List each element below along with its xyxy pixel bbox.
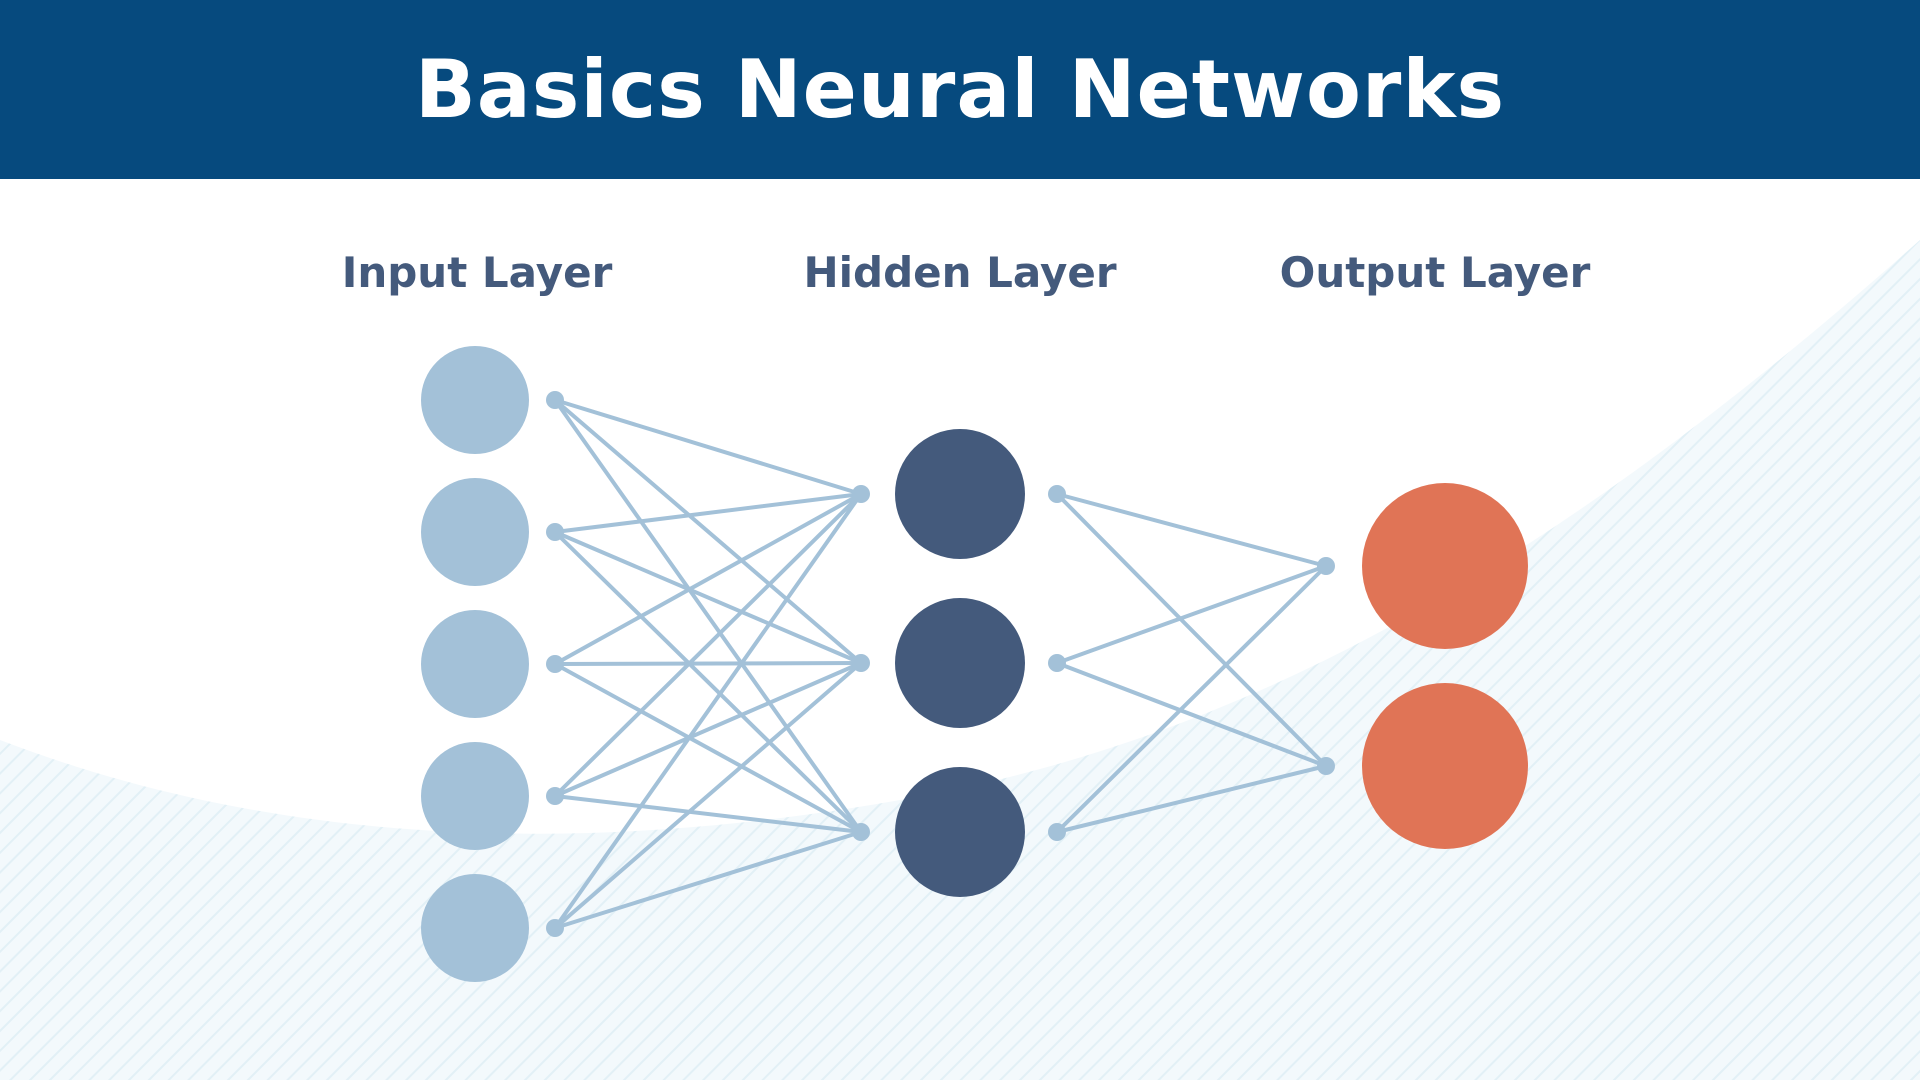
- connection-hidden-2-output-2: [1055, 661, 1328, 768]
- output-dot-2: [1317, 757, 1335, 775]
- page-title: Basics Neural Networks: [414, 42, 1506, 136]
- connection-input-2-hidden-2: [553, 530, 863, 665]
- connection-input-3-hidden-3: [553, 662, 863, 834]
- connections: [553, 398, 1328, 930]
- hidden-out-dot-2: [1048, 654, 1066, 672]
- connection-dots: [546, 391, 1335, 937]
- input-neuron-4: [421, 742, 529, 850]
- output-layer-label: Output Layer: [1279, 248, 1591, 297]
- hidden-in-dot-2: [852, 654, 870, 672]
- input-neuron-3: [421, 610, 529, 718]
- connection-input-1-hidden-2: [553, 398, 863, 665]
- input-neuron-1: [421, 346, 529, 454]
- output-neuron-1: [1362, 483, 1528, 649]
- connection-input-3-hidden-2: [553, 661, 863, 666]
- hidden-layer-label: Hidden Layer: [803, 248, 1117, 297]
- connection-input-1-hidden-3: [553, 398, 863, 834]
- hidden-out-dot-3: [1048, 823, 1066, 841]
- connection-input-5-hidden-3: [553, 830, 863, 930]
- title-banner: Basics Neural Networks: [0, 0, 1920, 179]
- connection-hidden-3-output-1: [1055, 564, 1328, 834]
- connection-input-4-hidden-3: [553, 794, 863, 834]
- hidden-out-dot-1: [1048, 485, 1066, 503]
- input-dot-1: [546, 391, 564, 409]
- connection-input-4-hidden-2: [553, 661, 863, 798]
- connection-input-3-hidden-1: [553, 492, 863, 666]
- connection-input-1-hidden-1: [553, 398, 863, 496]
- connection-input-5-hidden-1: [553, 492, 863, 930]
- hidden-neuron-2: [895, 598, 1025, 728]
- output-neuron-2: [1362, 683, 1528, 849]
- connection-input-5-hidden-2: [553, 661, 863, 930]
- input-dot-5: [546, 919, 564, 937]
- connection-hidden-1-output-1: [1055, 492, 1328, 568]
- neurons: [421, 346, 1528, 982]
- output-dot-1: [1317, 557, 1335, 575]
- connection-hidden-1-output-2: [1055, 492, 1328, 768]
- connection-input-2-hidden-1: [553, 492, 863, 534]
- input-dot-3: [546, 655, 564, 673]
- connection-input-2-hidden-3: [553, 530, 863, 834]
- input-layer-label: Input Layer: [341, 248, 613, 297]
- hidden-in-dot-1: [852, 485, 870, 503]
- connection-input-4-hidden-1: [553, 492, 863, 798]
- input-neuron-5: [421, 874, 529, 982]
- connection-hidden-3-output-2: [1055, 764, 1328, 834]
- hidden-neuron-3: [895, 767, 1025, 897]
- connection-hidden-2-output-1: [1055, 564, 1328, 665]
- hidden-neuron-1: [895, 429, 1025, 559]
- input-dot-4: [546, 787, 564, 805]
- input-dot-2: [546, 523, 564, 541]
- background-wave: [0, 240, 1920, 1080]
- input-neuron-2: [421, 478, 529, 586]
- hidden-in-dot-3: [852, 823, 870, 841]
